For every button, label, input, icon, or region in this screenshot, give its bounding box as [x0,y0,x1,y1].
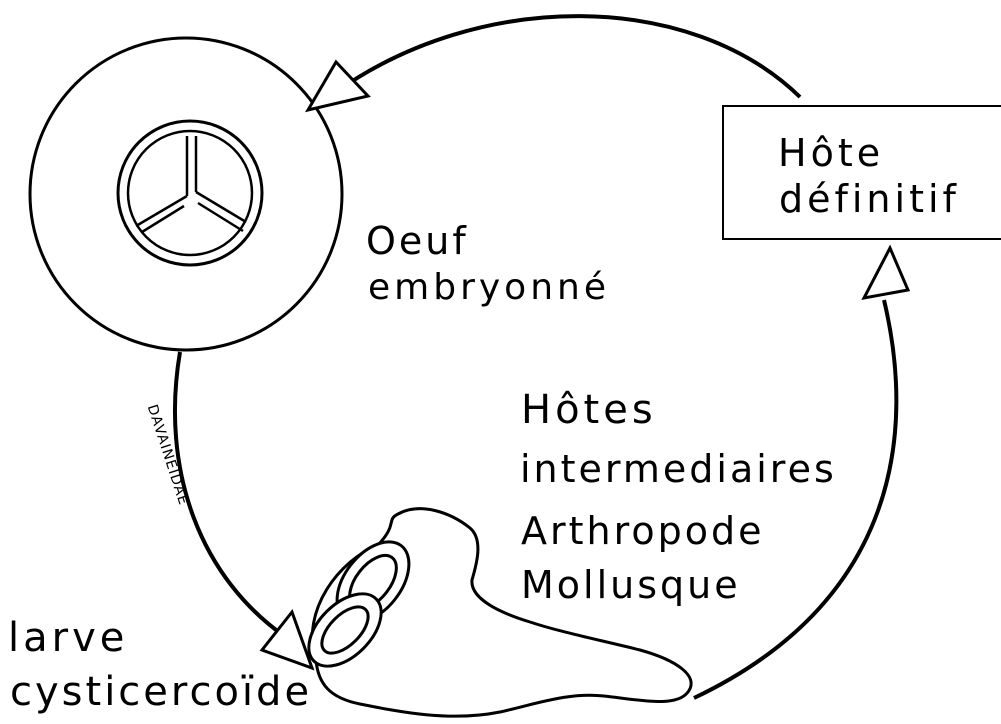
arrow-host-to-egg [308,16,800,110]
intermediate-host-mollusc: Mollusque [521,566,741,604]
arrowhead-to-larva [262,612,312,668]
egg-label-line2: embryonné [368,270,610,306]
host-definitive-line2: définitif [779,180,960,218]
host-definitive-line1: Hôte [778,134,884,172]
larva-label-line1: larve [8,618,128,658]
egg-inner-shell-inner [128,131,252,255]
intermediate-hosts-line1: Hôtes [521,390,657,430]
arrow-egg-to-larva [175,352,312,668]
egg-illustration [30,38,342,350]
intermediate-hosts-line2: intermediaires [520,450,837,488]
egg-inner-shell-outer [118,121,262,265]
embryo-hooks [136,136,246,232]
intermediate-host-arthropod: Arthropode [521,512,765,550]
larva-label-line2: cysticercoïde [10,672,312,712]
arrowhead-to-host [864,248,908,298]
arrowhead-to-egg [308,62,368,110]
egg-label-line1: Oeuf [366,222,469,260]
